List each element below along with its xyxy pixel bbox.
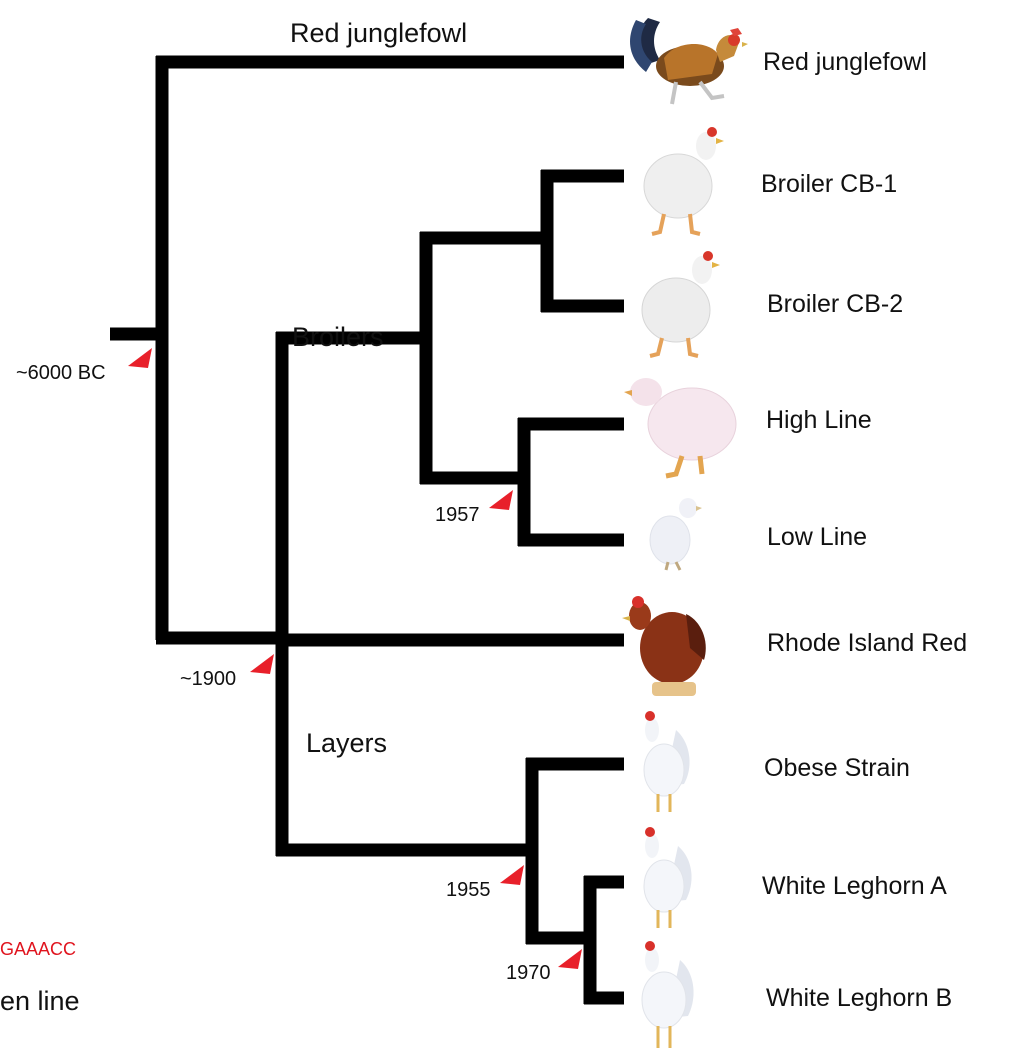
date-markers xyxy=(128,348,582,969)
high-line-photo-icon xyxy=(624,378,736,476)
leaf-label-high-line: High Line xyxy=(766,406,872,434)
white-leghorn-a-photo-icon xyxy=(644,827,692,928)
rooster-photo-icon xyxy=(630,18,748,104)
marker-1900-icon xyxy=(250,654,274,674)
date-1955: 1955 xyxy=(446,879,491,901)
clade-label-broilers: Broilers xyxy=(292,322,384,352)
date-1970: 1970 xyxy=(506,962,551,984)
clade-label-layers: Layers xyxy=(306,728,387,758)
marker-root-icon xyxy=(128,348,152,368)
leaf-label-broiler-cb1: Broiler CB-1 xyxy=(761,170,897,198)
low-line-photo-icon xyxy=(650,498,702,570)
leaf-label-broiler-cb2: Broiler CB-2 xyxy=(767,290,903,318)
obese-strain-photo-icon xyxy=(644,711,690,812)
date-1900: ~1900 xyxy=(180,668,236,690)
leaf-label-white-leghorn-a: White Leghorn A xyxy=(762,872,947,900)
leaf-label-obese-strain: Obese Strain xyxy=(764,754,910,782)
tree-branches xyxy=(110,56,624,1004)
white-leghorn-b-photo-icon xyxy=(642,941,694,1048)
clade-label-red-junglefowl: Red junglefowl xyxy=(290,18,467,48)
broiler-cb1-photo-icon xyxy=(644,127,724,234)
cropped-sequence-text: GAAACC xyxy=(0,939,76,959)
cropped-caption-fragment: en line xyxy=(0,986,80,1016)
rhode-island-red-photo-icon xyxy=(622,596,706,696)
marker-1955-icon xyxy=(500,865,524,885)
broiler-cb2-photo-icon xyxy=(642,251,720,356)
leaf-label-red-junglefowl: Red junglefowl xyxy=(763,48,927,76)
marker-1957-icon xyxy=(489,490,513,510)
leaf-label-white-leghorn-b: White Leghorn B xyxy=(766,984,952,1012)
leaf-label-low-line: Low Line xyxy=(767,523,867,551)
leaf-label-rhode-island-red: Rhode Island Red xyxy=(767,629,967,657)
marker-1970-icon xyxy=(558,949,582,969)
date-1957: 1957 xyxy=(435,504,480,526)
date-root: ~6000 BC xyxy=(16,362,106,384)
